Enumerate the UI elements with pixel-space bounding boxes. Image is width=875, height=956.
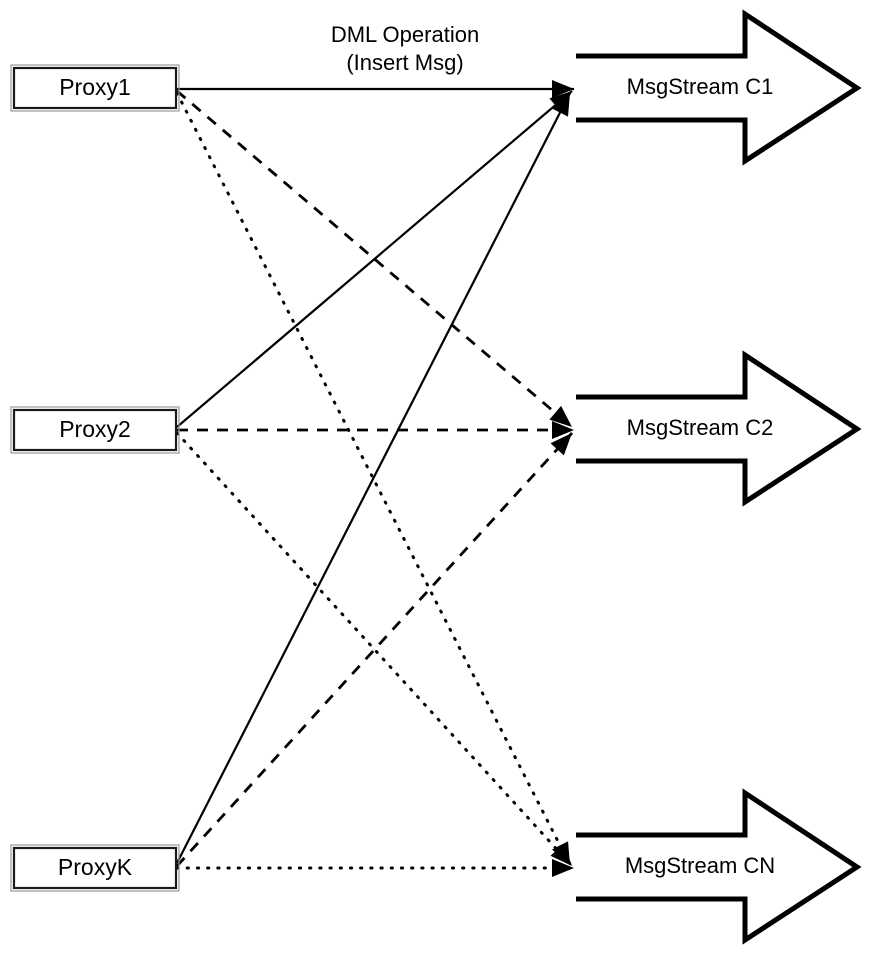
stream-label-c2: MsgStream C2	[627, 415, 774, 440]
proxy-box-outer-edge-proxy1	[10, 64, 180, 112]
proxy-box-proxy1	[12, 66, 178, 110]
edge-proxyk-c2[interactable]	[175, 432, 574, 867]
annotation-line-2: (Insert Msg)	[346, 50, 463, 75]
proxy-box-proxy2	[12, 408, 178, 452]
edge-proxyk-c1[interactable]	[176, 92, 571, 864]
proxy-node-proxy1[interactable]: Proxy1	[10, 64, 180, 112]
stream-arrow-outline-c2	[576, 350, 862, 507]
proxy-label-proxy1: Proxy1	[59, 74, 131, 100]
arrowhead-proxyk-cn	[552, 859, 574, 877]
arrowhead-proxy1-c2	[549, 405, 572, 427]
stream-arrow-c2[interactable]: MsgStream C2	[576, 350, 862, 507]
proxy-node-proxyk[interactable]: ProxyK	[10, 844, 180, 892]
proxy-node-proxy2[interactable]: Proxy2	[10, 406, 180, 454]
edge-proxy2-c1[interactable]	[176, 90, 573, 428]
dml-operation-annotation: DML Operation (Insert Msg)	[331, 22, 479, 75]
stream-arrow-outline-cn	[576, 788, 862, 945]
proxy-box-proxyk	[12, 846, 178, 890]
annotation-line-1: DML Operation	[331, 22, 479, 47]
stream-label-cn: MsgStream CN	[625, 853, 775, 878]
arrowhead-proxy2-c2	[552, 421, 574, 439]
edge-proxy1-c2[interactable]	[176, 89, 573, 429]
stream-arrow-outline-c1	[576, 9, 862, 166]
arrowhead-proxyk-c2	[550, 433, 572, 456]
proxy-label-proxyk: ProxyK	[58, 854, 133, 880]
stream-label-c1: MsgStream C1	[627, 74, 774, 99]
arrowhead-proxy2-cn	[550, 843, 572, 866]
proxy-box-outer-edge-proxyk	[10, 844, 180, 892]
proxy-box-outer-edge-proxy2	[10, 406, 180, 454]
edge-proxy2-cn[interactable]	[175, 431, 574, 868]
proxy-label-proxy2: Proxy2	[59, 416, 131, 442]
arrowhead-proxy1-c1	[552, 80, 574, 98]
edge-proxy1-cn[interactable]	[175, 91, 572, 867]
stream-arrow-c1[interactable]: MsgStream C1	[576, 9, 862, 166]
arrowheads-group	[549, 80, 574, 877]
arrowhead-proxyk-c1	[551, 93, 570, 117]
edges-group	[175, 87, 576, 870]
stream-arrows-group: MsgStream C1 MsgStream C2 MsgStream CN	[576, 9, 862, 945]
stream-arrow-cn[interactable]: MsgStream CN	[576, 788, 862, 945]
